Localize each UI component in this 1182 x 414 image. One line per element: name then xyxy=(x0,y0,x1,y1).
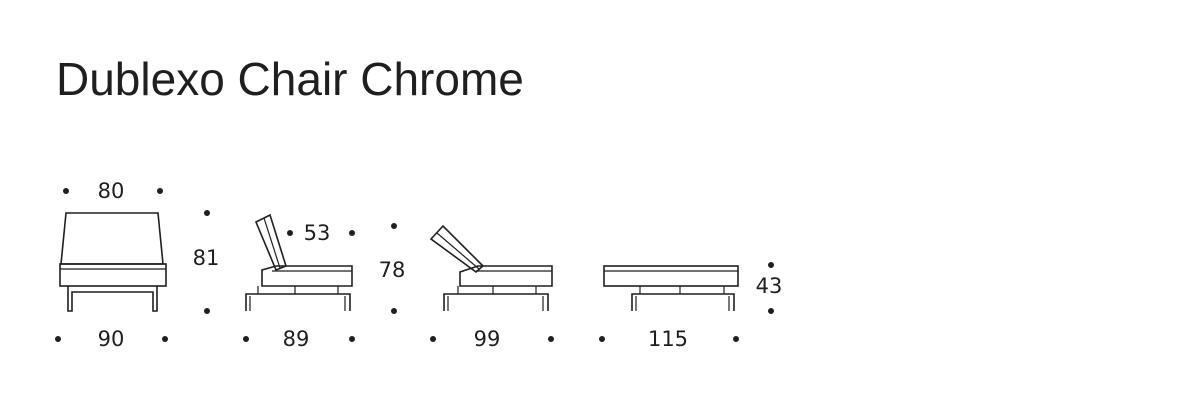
front-height-label: 81 xyxy=(193,246,220,270)
dimension-dot xyxy=(287,230,293,236)
dimension-dot xyxy=(349,336,355,342)
upright-seat-depth-label: 53 xyxy=(304,221,331,245)
dimension-dot xyxy=(243,336,249,342)
dimension-dot xyxy=(599,336,605,342)
dimension-dot xyxy=(55,336,61,342)
reclined-bottom-depth-label: 99 xyxy=(474,327,501,351)
dimension-dot xyxy=(548,336,554,342)
upright-frame xyxy=(245,293,351,311)
reclined-seat xyxy=(459,265,553,287)
bed-frame xyxy=(631,293,735,311)
upright-bottom-depth-label: 89 xyxy=(283,327,310,351)
upright-backrest-seam xyxy=(263,217,281,269)
front-frame xyxy=(67,286,158,312)
front-view: 80 90 81 xyxy=(55,179,219,351)
dimension-dot xyxy=(162,336,168,342)
dimension-dot xyxy=(768,308,774,314)
front-top-width-label: 80 xyxy=(98,179,125,203)
side-reclined-view: 99 xyxy=(429,224,554,351)
dimension-dot xyxy=(430,336,436,342)
bed-height-label: 43 xyxy=(756,274,783,298)
upright-backrest xyxy=(254,213,287,272)
dimension-dot xyxy=(157,188,163,194)
dimension-dot xyxy=(768,262,774,268)
product-title: Dublexo Chair Chrome xyxy=(56,53,524,105)
dimension-dot xyxy=(63,188,69,194)
front-seat xyxy=(59,263,167,287)
reclined-frame xyxy=(443,293,549,311)
bed-view: 115 43 xyxy=(599,262,782,351)
dimension-dot xyxy=(204,210,210,216)
bed-length-label: 115 xyxy=(648,327,688,351)
upright-height-label: 78 xyxy=(379,258,406,282)
upright-seat xyxy=(261,265,353,287)
dimension-dot xyxy=(391,223,397,229)
dimension-dot xyxy=(204,308,210,314)
dimension-dot xyxy=(349,230,355,236)
front-backrest xyxy=(60,212,164,265)
side-upright-view: 53 89 78 xyxy=(243,213,406,351)
dimension-dot xyxy=(733,336,739,342)
bed-mattress xyxy=(603,265,739,287)
dimension-dot xyxy=(391,308,397,314)
front-bottom-width-label: 90 xyxy=(98,327,125,351)
reclined-backrest-seam xyxy=(436,232,480,270)
